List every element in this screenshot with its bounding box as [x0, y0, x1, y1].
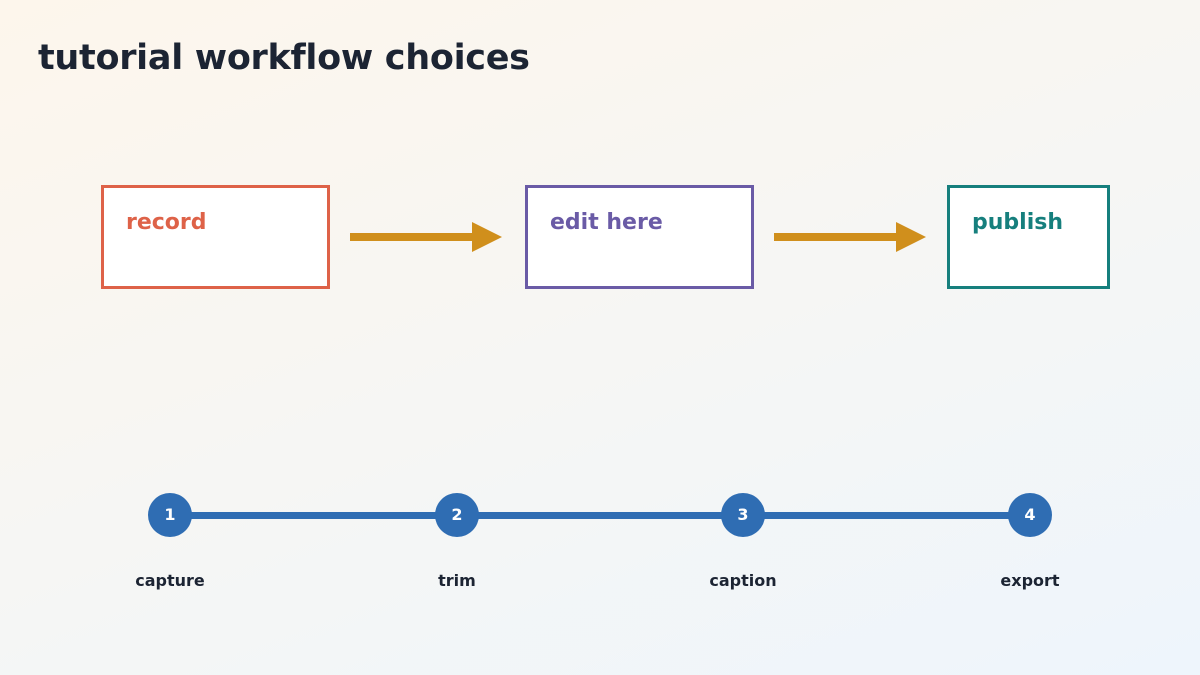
- timeline-line: [170, 512, 1030, 519]
- timeline-step-label: export: [1000, 571, 1060, 590]
- timeline-step-marker: 4: [1008, 493, 1052, 537]
- step-box-label: publish: [972, 210, 1063, 235]
- timeline-step-marker: 2: [435, 493, 479, 537]
- step-box-edit: edit here: [525, 185, 754, 289]
- page-title: tutorial workflow choices: [38, 38, 530, 78]
- timeline-step-label: trim: [438, 571, 476, 590]
- step-box-record: record: [101, 185, 330, 289]
- arrow-right-icon: [774, 222, 926, 252]
- timeline-step-marker: 1: [148, 493, 192, 537]
- arrow-right-icon: [350, 222, 502, 252]
- timeline-step-marker: 3: [721, 493, 765, 537]
- step-box-label: edit here: [550, 210, 663, 235]
- timeline-step-label: caption: [709, 571, 777, 590]
- step-box-label: record: [126, 210, 207, 235]
- step-box-publish: publish: [947, 185, 1110, 289]
- timeline-step-label: capture: [135, 571, 205, 590]
